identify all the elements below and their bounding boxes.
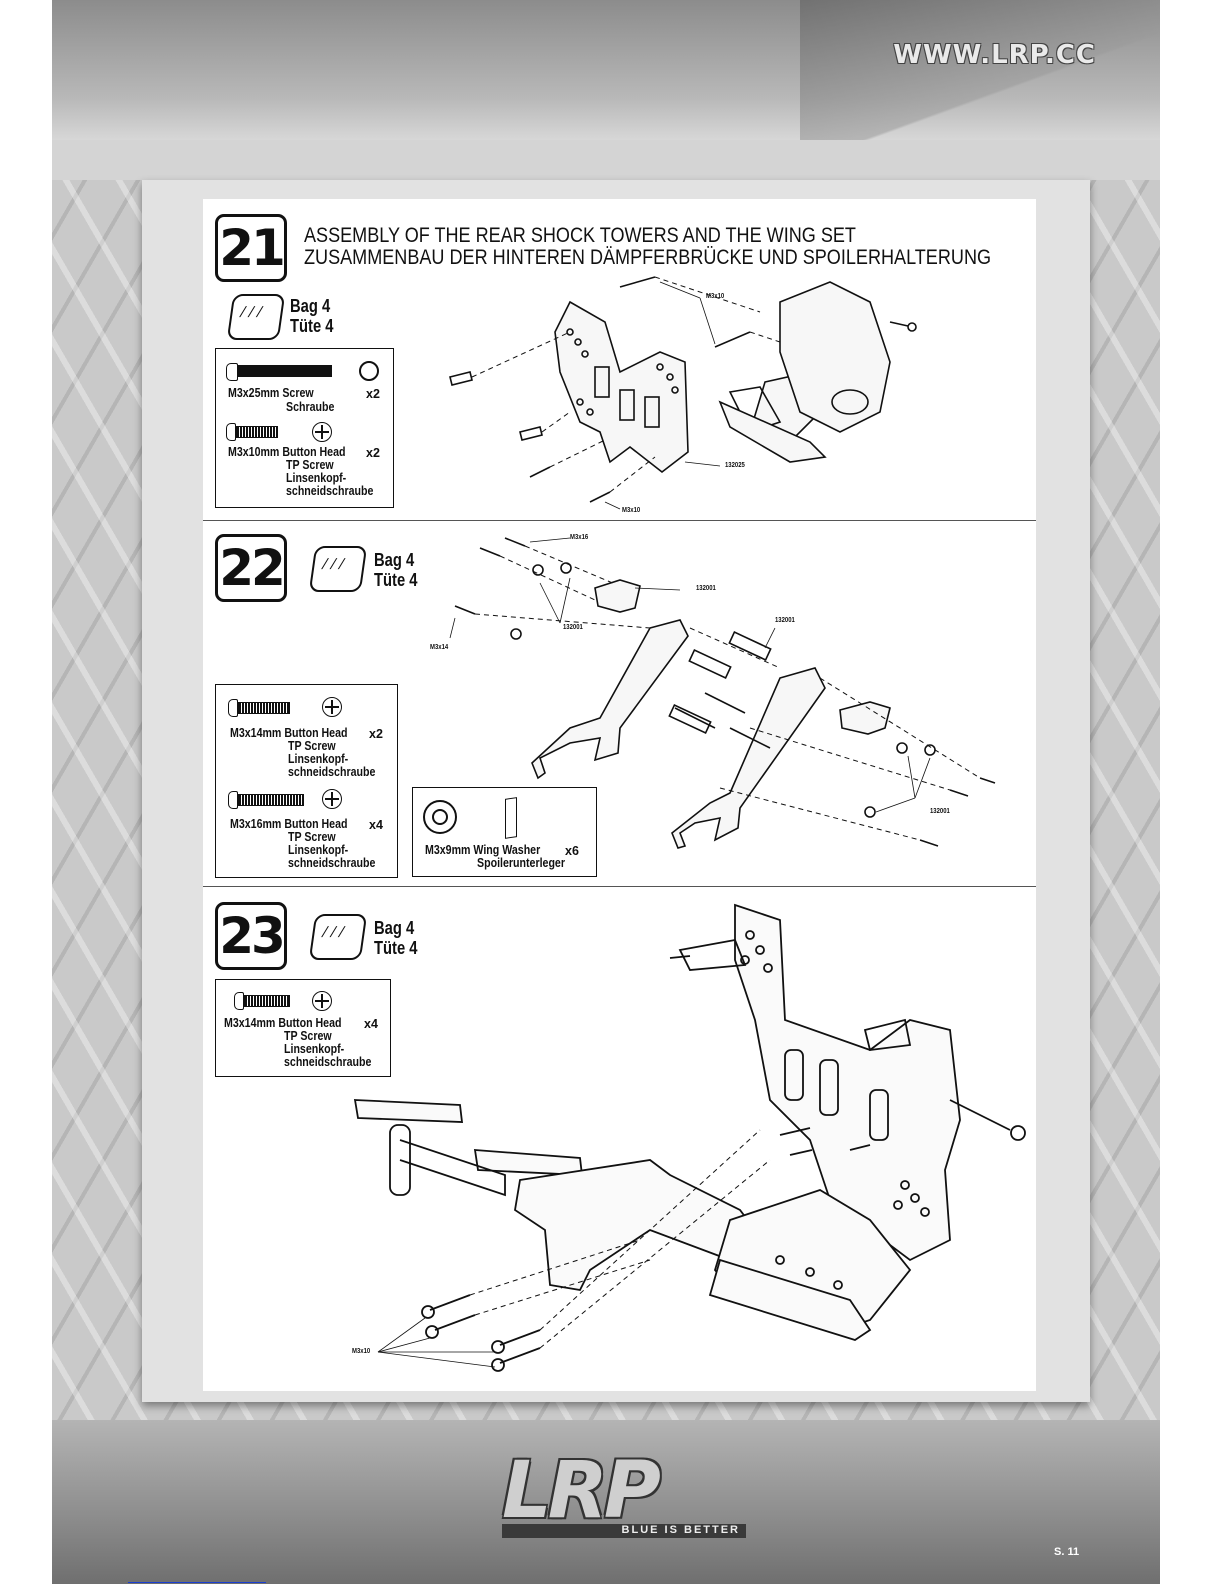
bag-label-de: Tüte 4 [374, 570, 418, 590]
part-desc: TP Screw [288, 739, 336, 753]
parts-box: M3x25mm Screw Schraube x2 M3x10mm Button… [215, 348, 394, 508]
phillips-head-icon [312, 991, 332, 1011]
part-desc: Linsenkopf- [288, 843, 349, 857]
page-number: S. 11 [1054, 1546, 1080, 1558]
part-qty: x6 [565, 844, 579, 858]
screw-icon [244, 995, 290, 1007]
part-name: M3x9mm Wing Washer [425, 843, 541, 857]
part-desc: schneidschraube [286, 484, 374, 498]
part-qty: x4 [364, 1017, 378, 1031]
part-desc: Linsenkopf- [284, 1042, 345, 1056]
button-head-icon [228, 699, 238, 717]
phillips-head-icon [312, 422, 332, 442]
callout-label: M3x10 [706, 293, 725, 300]
parts-box: M3x14mm Button Head TP Screw Linsenkopf-… [215, 979, 391, 1077]
part-name: M3x14mm Button Head [230, 726, 348, 740]
header-subband [52, 140, 1160, 180]
part-name: M3x14mm Button Head [224, 1016, 342, 1030]
callout-label: 132001 [696, 585, 716, 592]
part-name: M3x25mm Screw [228, 386, 314, 400]
part-name-de: Schraube [286, 400, 335, 414]
screw-icon [238, 365, 332, 377]
part-qty: x4 [369, 818, 383, 832]
step-number: 21 [215, 214, 287, 282]
step-number: 22 [215, 534, 287, 602]
parts-box: M3x9mm Wing Washer Spoilerunterleger x6 [412, 787, 597, 877]
phillips-head-icon [322, 697, 342, 717]
step-divider [203, 886, 1036, 887]
step22-drawing [449, 537, 996, 849]
phillips-head-icon [322, 789, 342, 809]
button-head-icon [234, 992, 244, 1010]
footer-band [52, 1420, 1160, 1584]
washer-hole-icon [432, 809, 448, 825]
callout-label: 132001 [930, 808, 950, 815]
part-desc: schneidschraube [284, 1055, 372, 1069]
part-qty: x2 [366, 387, 380, 401]
logo-tagline: BLUE IS BETTER [502, 1524, 746, 1538]
step-title-en: ASSEMBLY OF THE REAR SHOCK TOWERS AND TH… [304, 224, 856, 247]
step-title-de: ZUSAMMENBAU DER HINTEREN DÄMPFERBRÜCKE U… [304, 246, 992, 269]
part-desc: TP Screw [284, 1029, 332, 1043]
callout-label: 132001 [563, 624, 583, 631]
screw-icon [238, 794, 304, 806]
part-name: M3x10mm Button Head [228, 445, 346, 459]
step21-drawing [449, 276, 917, 510]
step23-drawing [353, 903, 1026, 1372]
screw-head-icon [226, 363, 238, 381]
header-band [52, 0, 1160, 140]
step-divider [203, 520, 1036, 521]
screw-icon [236, 426, 278, 438]
button-head-icon [226, 423, 236, 441]
part-desc: schneidschraube [288, 765, 376, 779]
bag-label-de: Tüte 4 [374, 938, 418, 958]
callout-label: 132001 [775, 617, 795, 624]
part-desc: Linsenkopf- [288, 752, 349, 766]
lrp-logo: LRP BLUE IS BETTER [496, 1446, 746, 1542]
button-head-icon [228, 791, 238, 809]
part-desc: Linsenkopf- [286, 471, 347, 485]
part-desc: TP Screw [286, 458, 334, 472]
part-qty: x2 [366, 446, 380, 460]
part-name: M3x16mm Button Head [230, 817, 348, 831]
bag-label-en: Bag 4 [290, 296, 331, 316]
website-url: WWW.LRP.CC [893, 40, 1096, 70]
bag-icon: / / / [226, 294, 286, 340]
callout-label: M3x10 [622, 507, 641, 514]
bag-label-de: Tüte 4 [290, 316, 334, 336]
screw-icon [238, 702, 290, 714]
part-name-de: Spoilerunterleger [477, 856, 565, 870]
bag-label-en: Bag 4 [374, 918, 415, 938]
step-number: 23 [215, 902, 287, 970]
logo-wordmark: LRP [502, 1446, 661, 1536]
part-desc: schneidschraube [288, 856, 376, 870]
callout-label: 132025 [725, 462, 745, 469]
washer-icon [359, 361, 379, 381]
part-desc: TP Screw [288, 830, 336, 844]
bag-icon: / / / [308, 546, 368, 592]
callout-label: M3x10 [352, 1348, 371, 1355]
callout-label: M3x16 [570, 534, 589, 541]
footer-link-underline [128, 1582, 266, 1583]
callout-label: M3x14 [430, 644, 449, 651]
bag-label-en: Bag 4 [374, 550, 415, 570]
part-qty: x2 [369, 727, 383, 741]
parts-box: M3x14mm Button Head TP Screw Linsenkopf-… [215, 684, 398, 878]
